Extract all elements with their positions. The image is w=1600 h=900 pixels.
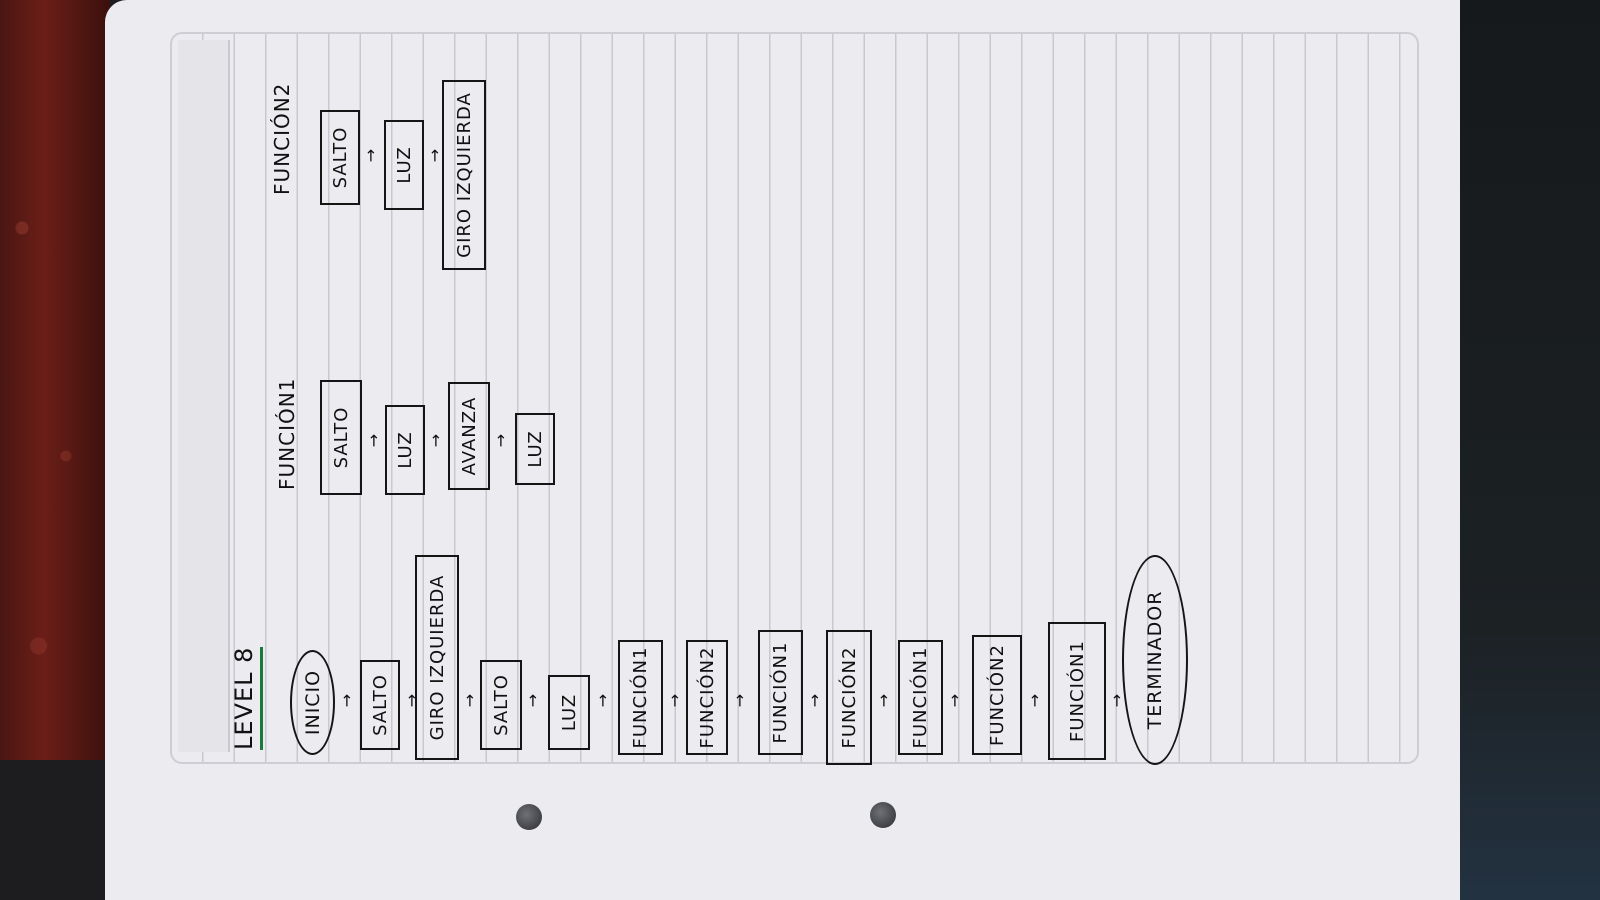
flow-arrow: → (459, 692, 479, 708)
function2-step: SALTO (320, 110, 360, 205)
function1-step: AVANZA (448, 382, 490, 490)
punch-hole (870, 802, 896, 828)
lined-frame (170, 32, 1419, 764)
function1-step: LUZ (385, 405, 425, 495)
flow-arrow: → (729, 692, 749, 708)
flow-arrow: → (336, 692, 356, 708)
flow-arrow: → (1106, 692, 1126, 708)
main-step: FUNCIÓN2 (972, 635, 1022, 755)
flow-arrow: → (363, 432, 383, 448)
flow-arrow: → (490, 432, 510, 448)
flow-arrow: → (873, 692, 893, 708)
flow-arrow: → (424, 147, 444, 163)
flow-arrow: → (944, 692, 964, 708)
function1-heading: FUNCIÓN1 (275, 377, 299, 490)
flow-arrow: → (522, 692, 542, 708)
function2-step: LUZ (384, 120, 424, 210)
flow-arrow: → (804, 692, 824, 708)
punch-hole (516, 804, 542, 830)
main-step: FUNCIÓN2 (826, 630, 872, 765)
flow-arrow: → (360, 147, 380, 163)
flow-arrow: → (592, 692, 612, 708)
leather-background (0, 0, 110, 760)
main-step: SALTO (360, 660, 400, 750)
function2-heading: FUNCIÓN2 (270, 82, 294, 195)
function2-step: GIRO IZQUIERDA (442, 80, 486, 270)
main-step: GIRO IZQUIERDA (415, 555, 459, 760)
function1-step: SALTO (320, 380, 362, 495)
start-node: INICIO (290, 650, 335, 755)
main-step: LUZ (548, 675, 590, 750)
flow-arrow: → (425, 432, 445, 448)
end-node: TERMINADOR (1122, 555, 1188, 765)
main-step: FUNCIÓN1 (1048, 622, 1106, 760)
function1-step: LUZ (515, 413, 555, 485)
flow-arrow: → (664, 692, 684, 708)
flow-arrow: → (1024, 692, 1044, 708)
main-step: FUNCIÓN1 (898, 640, 943, 755)
main-step: FUNCIÓN1 (618, 640, 663, 755)
page-title: LEVEL 8 (230, 646, 263, 750)
main-step: SALTO (480, 660, 522, 750)
frame-header-strip (178, 40, 230, 752)
main-step: FUNCIÓN1 (758, 630, 803, 755)
main-step: FUNCIÓN2 (686, 640, 728, 755)
